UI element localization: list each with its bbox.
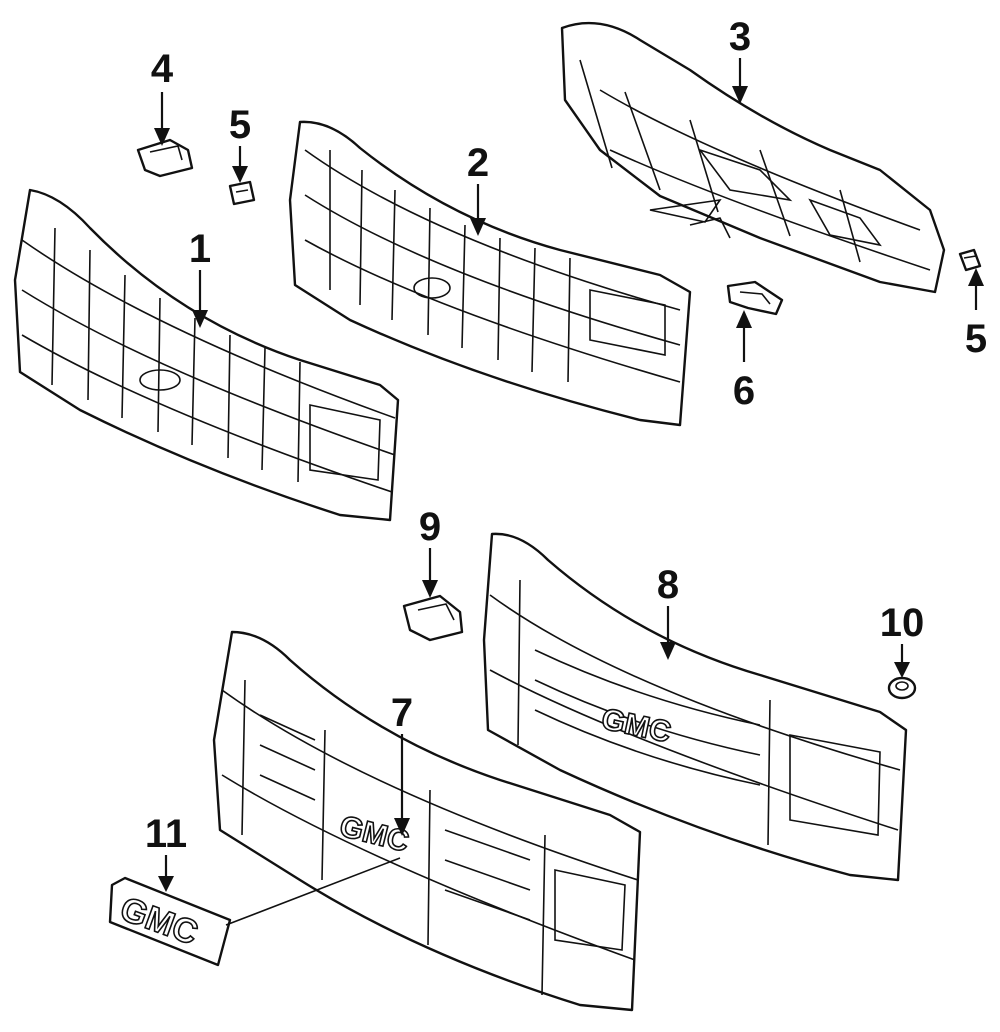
callout-4: 4 [151, 47, 174, 91]
part-7-grille[interactable]: GMC [212, 630, 642, 1012]
callout-11: 11 [145, 812, 187, 856]
callout-3: 3 [729, 15, 751, 59]
part-4-bracket[interactable] [136, 138, 194, 178]
part-1-grille[interactable] [13, 188, 400, 522]
callout-6: 6 [733, 369, 755, 413]
part-3-grille-reinforcement[interactable] [560, 21, 946, 294]
callout-5-right: 5 [965, 317, 987, 361]
part-2-grille[interactable] [288, 120, 692, 427]
part-5-clip-right[interactable] [958, 248, 982, 272]
callout-5-left: 5 [229, 103, 251, 147]
part-9-bracket[interactable] [402, 594, 464, 642]
callout-10: 10 [880, 601, 925, 645]
leader-lines [154, 58, 984, 926]
callout-7: 7 [391, 691, 413, 735]
part-11-gmc-emblem[interactable]: GMC [108, 876, 232, 967]
part-8-grille[interactable]: GMC [482, 532, 908, 882]
callout-1: 1 [189, 227, 211, 271]
callout-9: 9 [419, 505, 441, 549]
callout-labels: 4 5 1 2 3 5 6 9 8 10 7 11 [145, 15, 987, 856]
part-5-clip-left[interactable] [228, 180, 256, 206]
part-6-bracket[interactable] [726, 280, 784, 316]
part-10-nut[interactable] [887, 676, 917, 700]
callout-8: 8 [657, 563, 679, 607]
callout-2: 2 [467, 141, 489, 185]
